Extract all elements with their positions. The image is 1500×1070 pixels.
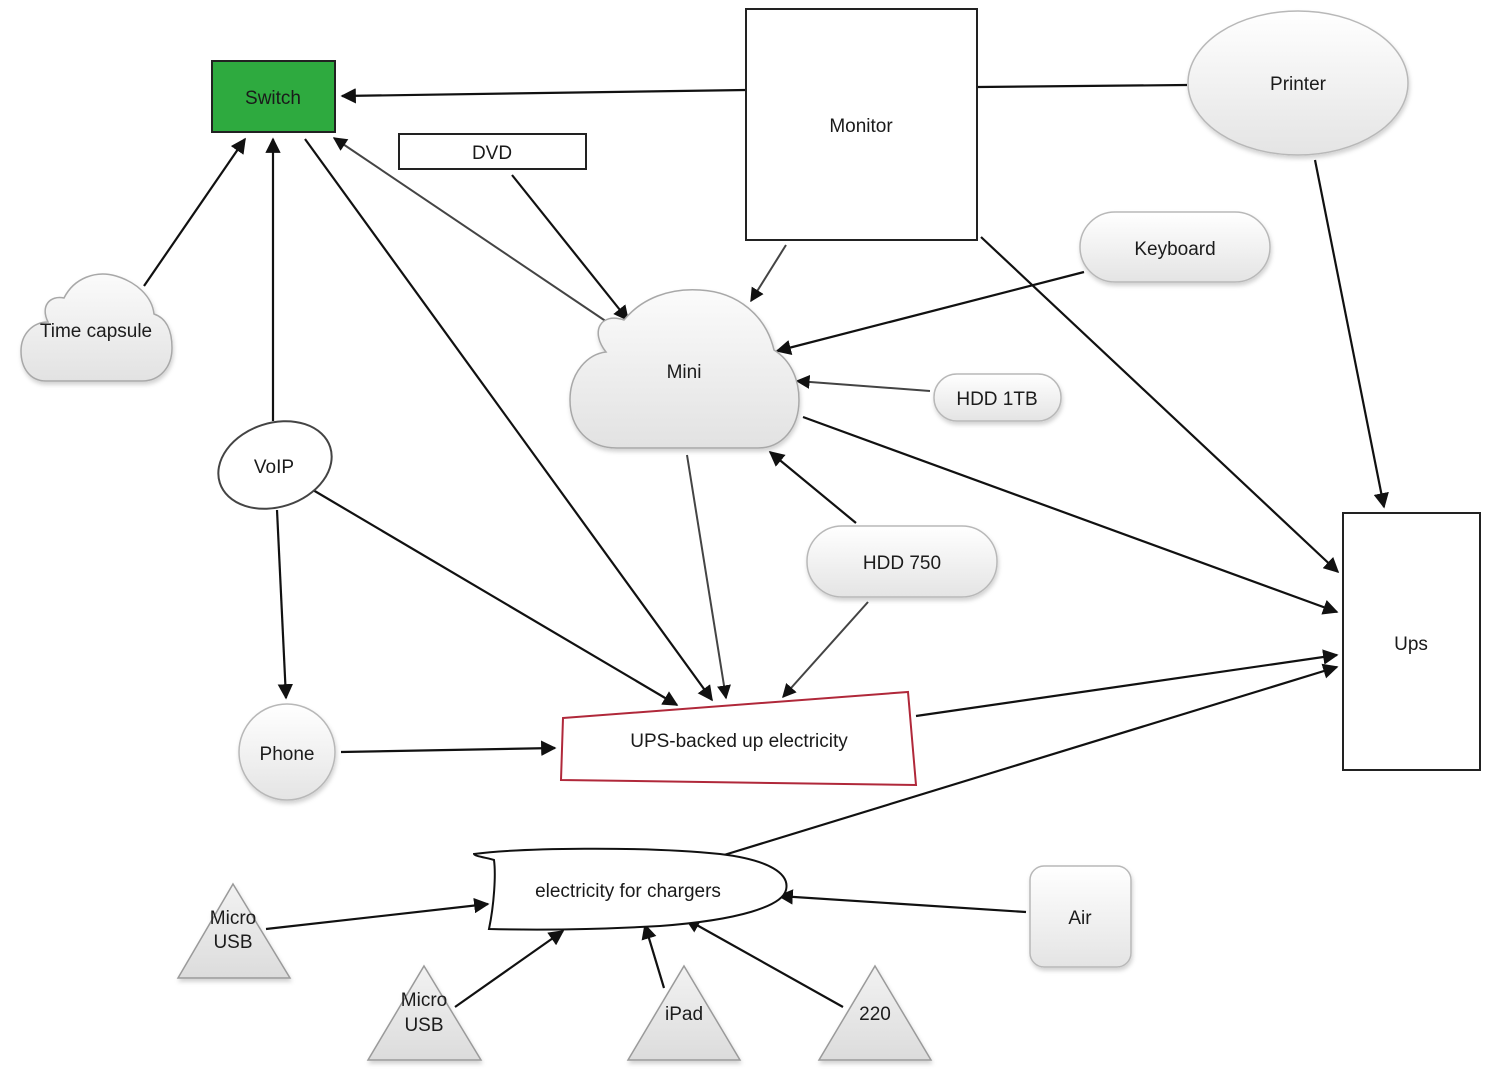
edge-mini-to-upsbacked bbox=[686, 454, 731, 700]
edge-air-to-chargers bbox=[777, 889, 1027, 914]
switch-label: Switch bbox=[245, 88, 301, 109]
micro-usb-1-triangle bbox=[176, 882, 292, 979]
edge-monitor-to-ups bbox=[980, 236, 1340, 574]
hdd-1tb-label: HDD 1TB bbox=[956, 389, 1037, 410]
monitor-label: Monitor bbox=[829, 116, 893, 137]
dvd-box bbox=[398, 133, 587, 170]
edge-hdd750-to-upsbacked bbox=[782, 601, 869, 699]
edge-chargers-to-ups bbox=[723, 663, 1339, 857]
ups-box bbox=[1342, 512, 1481, 771]
v220-triangle bbox=[817, 964, 933, 1061]
node-electricity-for-chargers[interactable]: electricity for chargers bbox=[472, 847, 788, 931]
hdd-750-pill bbox=[806, 525, 998, 598]
edge-monitor-to-switch bbox=[340, 88, 747, 104]
micro-usb-1-label-line2: USB bbox=[213, 932, 252, 953]
chargers-label: electricity for chargers bbox=[535, 881, 721, 902]
phone-label: Phone bbox=[260, 744, 315, 765]
ups-backed-label: UPS-backed up electricity bbox=[630, 731, 848, 752]
node-micro-usb-1[interactable]: Micro USB bbox=[176, 882, 292, 979]
node-ipad[interactable]: iPad bbox=[626, 964, 742, 1061]
edge-printer-monitor bbox=[977, 83, 1188, 89]
mini-label: Mini bbox=[667, 362, 702, 383]
node-time-capsule[interactable]: Time capsule bbox=[20, 273, 173, 382]
node-ups[interactable]: Ups bbox=[1342, 512, 1481, 771]
ups-label: Ups bbox=[1394, 634, 1428, 655]
edge-hdd750-to-mini bbox=[768, 451, 857, 524]
keyboard-label: Keyboard bbox=[1134, 239, 1215, 260]
node-hdd-1tb[interactable]: HDD 1TB bbox=[933, 373, 1062, 422]
phone-circle bbox=[238, 703, 336, 801]
edge-monitor-to-mini bbox=[750, 244, 787, 303]
switch-box bbox=[211, 60, 336, 133]
time-capsule-label: Time capsule bbox=[40, 321, 152, 342]
hdd-1tb-pill bbox=[933, 373, 1062, 422]
micro-usb-2-triangle bbox=[366, 964, 483, 1061]
air-label: Air bbox=[1068, 908, 1092, 929]
edge-keyboard-to-mini bbox=[775, 270, 1085, 356]
air-box bbox=[1029, 865, 1132, 968]
monitor-box bbox=[745, 8, 978, 241]
ipad-triangle bbox=[626, 964, 742, 1061]
edge-hdd1tb-to-mini bbox=[795, 374, 931, 392]
node-monitor[interactable]: Monitor bbox=[745, 8, 978, 241]
voip-label: VoIP bbox=[254, 457, 294, 478]
edge-upsbacked-to-ups bbox=[915, 649, 1339, 718]
edge-mini-to-ups bbox=[802, 415, 1339, 615]
node-printer[interactable]: Printer bbox=[1187, 10, 1409, 156]
edges bbox=[143, 83, 1389, 1008]
node-hdd-750[interactable]: HDD 750 bbox=[806, 525, 998, 598]
edge-timecapsule-to-switch bbox=[143, 137, 246, 287]
node-switch[interactable]: Switch bbox=[211, 60, 336, 133]
node-dvd[interactable]: DVD bbox=[398, 133, 587, 170]
node-phone[interactable]: Phone bbox=[238, 703, 336, 801]
node-220[interactable]: 220 bbox=[817, 964, 933, 1061]
edge-220-to-chargers bbox=[684, 918, 844, 1008]
mini-cloud-icon bbox=[569, 289, 800, 449]
node-voip[interactable]: VoIP bbox=[207, 407, 343, 523]
micro-usb-1-label-line1: Micro bbox=[210, 908, 256, 929]
edge-microusb2-to-chargers bbox=[454, 930, 565, 1008]
ups-backed-shape bbox=[559, 690, 918, 787]
voip-ellipse bbox=[217, 420, 333, 510]
edge-voip-to-upsbacked bbox=[312, 489, 679, 706]
dvd-label: DVD bbox=[472, 143, 512, 164]
edge-voip-to-phone bbox=[275, 509, 294, 700]
edge-phone-to-upsbacked bbox=[340, 740, 557, 756]
printer-ellipse bbox=[1187, 10, 1409, 156]
micro-usb-2-label-line2: USB bbox=[404, 1015, 443, 1036]
printer-label: Printer bbox=[1270, 74, 1327, 95]
edge-printer-to-ups bbox=[1313, 159, 1389, 509]
node-keyboard[interactable]: Keyboard bbox=[1079, 211, 1271, 283]
node-air[interactable]: Air bbox=[1029, 865, 1132, 968]
time-capsule-cloud-icon bbox=[20, 273, 173, 382]
edge-dvd-to-mini bbox=[511, 174, 629, 322]
node-mini[interactable]: Mini bbox=[569, 289, 800, 449]
node-ups-backed-electricity[interactable]: UPS-backed up electricity bbox=[559, 690, 918, 787]
keyboard-pill bbox=[1079, 211, 1271, 283]
edge-switch-to-upsbacked bbox=[304, 138, 713, 702]
hdd-750-label: HDD 750 bbox=[863, 553, 941, 574]
edge-ipad-to-chargers bbox=[641, 923, 666, 989]
edge-microusb1-to-chargers bbox=[265, 897, 490, 931]
micro-usb-2-label-line1: Micro bbox=[401, 990, 447, 1011]
ipad-label: iPad bbox=[665, 1004, 703, 1025]
chargers-shape bbox=[472, 847, 788, 931]
v220-label: 220 bbox=[859, 1004, 891, 1025]
edge-mini-to-switch bbox=[332, 137, 608, 323]
node-micro-usb-2[interactable]: Micro USB bbox=[366, 964, 483, 1061]
